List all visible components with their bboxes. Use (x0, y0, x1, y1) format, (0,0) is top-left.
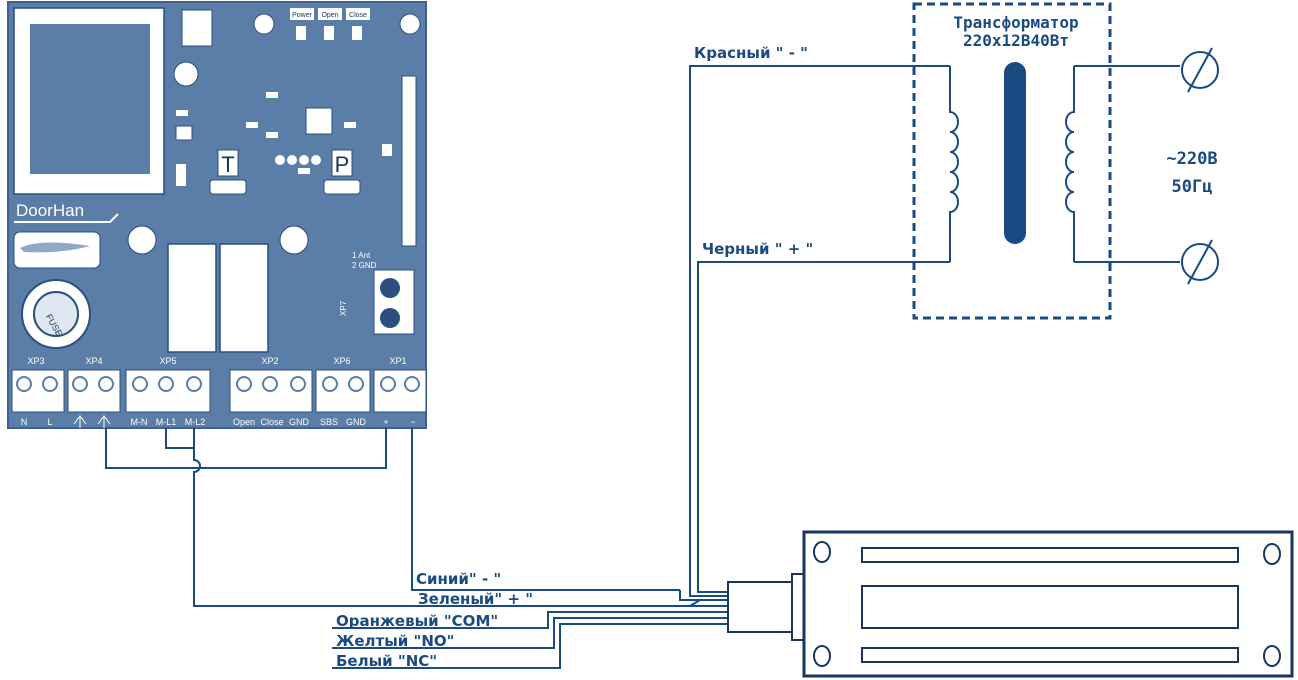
brand-label: DoorHan (16, 201, 84, 220)
yellow-wire-label: Желтый "NO" (336, 632, 454, 650)
xp5-label: XP5 (159, 356, 176, 366)
pin-close: Close (260, 417, 283, 427)
transformer-rating: 220х12В40Вт (963, 31, 1069, 50)
pin-gnd-xp2: GND (289, 417, 310, 427)
open-label: Open (321, 12, 338, 19)
pin-l: L (47, 417, 52, 427)
signal-wires: Синий" - " Зеленый" + " Оранжевый "COM" … (332, 570, 728, 670)
xp2-label: XP2 (261, 356, 278, 366)
pin-open: Open (233, 417, 255, 427)
ant-label: 1 Ant (352, 251, 371, 260)
board-wires (105, 428, 701, 607)
pin-m-l1: M-L1 (156, 417, 177, 427)
power-label: Power (292, 12, 313, 19)
blue-wire-label: Синий" - " (416, 570, 501, 588)
pin-plus: + (383, 417, 388, 427)
supply-voltage: ~220В (1166, 149, 1217, 169)
control-board: DoorHan FUSE Power Open Close (7, 1, 427, 429)
xp7-label: XP7 (339, 300, 348, 316)
xp4-label: XP4 (85, 356, 102, 366)
t-button-label: T (221, 152, 234, 177)
header-labels: XP3 XP4 XP5 XP2 XP6 XP1 (27, 356, 406, 366)
pin-m-n: M-N (131, 417, 148, 427)
pin-minus: − (410, 417, 415, 427)
supply-frequency: 50Гц (1172, 177, 1213, 197)
xp6-label: XP6 (333, 356, 350, 366)
magnetic-lock (727, 530, 1294, 678)
p-button-label: P (335, 152, 350, 177)
close-label: Close (349, 12, 367, 19)
pin-gnd-xp6: GND (346, 417, 367, 427)
orange-wire-label: Оранжевый "COM" (336, 612, 498, 630)
lock-power-wires: Красный " - " Черный " + " (689, 44, 950, 597)
green-wire-label: Зеленый" + " (418, 590, 533, 608)
transformer: Трансформатор 220х12В40Вт ~220В 50Гц (912, 2, 1219, 320)
pin-n: N (21, 417, 28, 427)
white-wire-label: Белый "NC" (336, 652, 437, 670)
xp1-label: XP1 (389, 356, 406, 366)
black-wire-label: Черный " + " (702, 240, 813, 258)
red-wire-label: Красный " - " (694, 44, 808, 62)
pin-sbs: SBS (320, 417, 338, 427)
transformer-title: Трансформатор (953, 13, 1078, 32)
pin-m-l2: M-L2 (185, 417, 206, 427)
gnd-label: 2 GND (352, 261, 377, 270)
xp3-label: XP3 (27, 356, 44, 366)
pin-labels: N L M-N M-L1 M-L2 Open Close GND SBS GND… (21, 417, 416, 427)
